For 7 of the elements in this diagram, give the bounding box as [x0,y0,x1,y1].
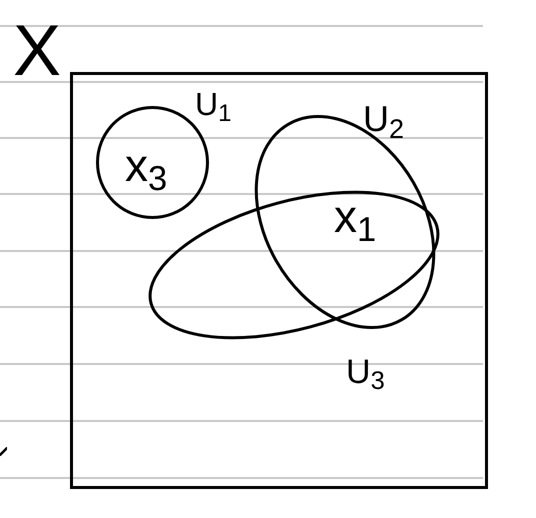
set-label: U$_{1}$ [195,88,232,120]
set-ellipse [148,190,440,340]
set-label: U$_{2}$ [363,101,404,137]
set-label: X [13,15,62,87]
element-label: x$_{3}$ [125,142,168,188]
set-label: U$_{3}$ [346,355,385,389]
element-label: x$_{1}$ [334,193,376,239]
